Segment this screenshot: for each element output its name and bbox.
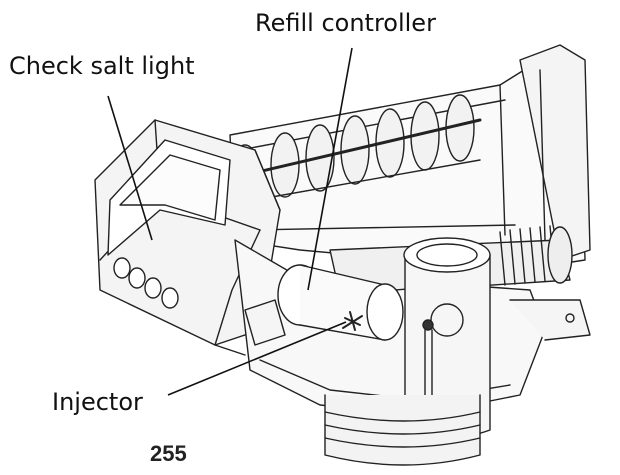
label-check-salt-light: Check salt light	[9, 52, 195, 80]
panel-button	[113, 257, 131, 279]
leader-check-salt-light	[107, 95, 153, 241]
control-panel	[94, 119, 281, 346]
injector-cylinder	[277, 264, 404, 341]
panel-button	[128, 267, 146, 289]
label-refill-controller: Refill controller	[255, 9, 436, 37]
threaded-outlet	[324, 394, 481, 466]
vertical-port	[403, 237, 491, 439]
panel-button	[144, 277, 162, 299]
leader-refill-controller	[307, 47, 353, 291]
label-injector: Injector	[52, 388, 143, 416]
leader-injector	[167, 321, 347, 396]
panel-button	[161, 287, 179, 309]
leader-lines	[107, 47, 353, 396]
figure-number: 255	[150, 441, 187, 466]
